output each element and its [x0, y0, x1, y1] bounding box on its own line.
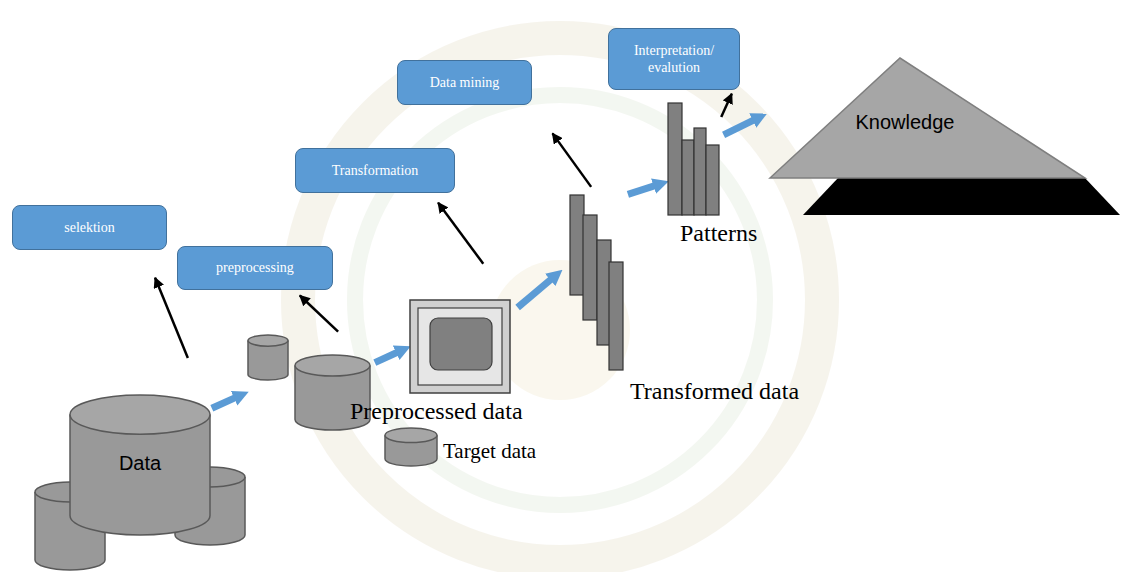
data-bar	[570, 195, 584, 295]
data-bar	[706, 145, 719, 215]
flow-arrow	[628, 185, 657, 194]
flow-arrow	[212, 397, 237, 408]
pattern-bars: Patterns	[668, 103, 720, 215]
step-label: preprocessing	[216, 259, 294, 277]
monitor-screen	[430, 318, 492, 370]
data-bar	[694, 128, 706, 215]
data-label: Patterns	[680, 220, 732, 246]
data-bar	[609, 262, 623, 370]
step-arrow	[438, 203, 483, 264]
data-label: Data	[70, 451, 210, 475]
step-arrow	[300, 295, 338, 331]
data-label: Preprocessed data	[350, 398, 570, 424]
data-monitor: Preprocessed data	[410, 300, 510, 393]
data-cylinder	[70, 395, 210, 434]
data-monitor-drawing	[410, 300, 510, 393]
watermark-logo	[298, 38, 822, 562]
data-store: Data	[70, 395, 210, 535]
pyramid-shadow	[803, 178, 1120, 215]
step-arrow	[721, 94, 732, 117]
step-arrow	[552, 133, 591, 187]
process-step: Data mining	[397, 60, 532, 105]
watermark-sun	[490, 260, 630, 400]
flow-arrow	[518, 278, 553, 308]
step-label: Data mining	[430, 74, 500, 92]
process-step: selektion	[12, 205, 167, 250]
data-bars: Transformed data	[568, 195, 626, 370]
knowledge-pyramid	[770, 58, 1085, 178]
data-bar	[583, 215, 597, 320]
data-cylinder	[385, 428, 437, 443]
data-label: Transformed data	[630, 378, 688, 404]
data-bars-drawing	[568, 195, 626, 370]
data-bar	[682, 140, 694, 215]
data-label: Knowledge	[840, 110, 970, 134]
monitor-frame	[410, 300, 510, 393]
data-bar	[668, 103, 682, 215]
step-label: Transformation	[332, 162, 419, 180]
data-cylinder	[295, 355, 370, 376]
step-label: selektion	[64, 219, 115, 237]
process-step: Interpretation/ evalution	[608, 28, 740, 90]
process-step: Transformation	[295, 148, 455, 193]
knowledge-pyramid: Knowledge	[770, 58, 1085, 178]
process-step: preprocessing	[177, 246, 333, 290]
monitor-frame	[418, 308, 502, 385]
flow-arrow	[375, 352, 399, 363]
data-label: Target data	[443, 440, 568, 463]
flow-arrow	[724, 119, 756, 135]
pattern-bars-drawing	[668, 103, 720, 215]
watermark-ring	[298, 38, 822, 562]
data-cylinder	[248, 335, 288, 346]
step-label: Interpretation/ evalution	[617, 42, 731, 77]
